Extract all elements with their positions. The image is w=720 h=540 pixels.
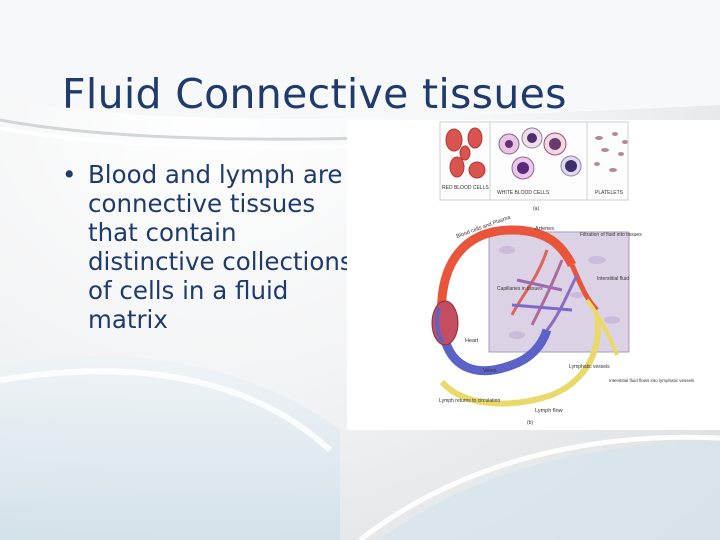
- label-interstitial-fluid: Interstitial fluid: [597, 276, 629, 282]
- label-filtration: Filtration of fluid into tissues: [580, 232, 642, 238]
- caption-a: (a): [533, 206, 539, 212]
- bullet-item: • Blood and lymph are connective tissues…: [58, 160, 358, 334]
- panel-b-circulation: Blood cells and Plasma Arteries Filtrati…: [431, 214, 695, 426]
- label-interstitial-flows: Interstitial fluid flows into lymphatic …: [609, 378, 695, 383]
- bullet-dot: •: [62, 160, 77, 189]
- bullet-list: • Blood and lymph are connective tissues…: [58, 160, 358, 334]
- label-arteries: Arteries: [535, 226, 554, 232]
- vein-vessel: [437, 324, 552, 376]
- label-white-blood-cells: WHITE BLOOD CELLS: [497, 190, 550, 196]
- blood-lymph-figure: RED BLOOD CELLS WHITE BLOOD CELLS PLATEL…: [347, 120, 720, 430]
- label-veins: Veins: [483, 368, 497, 374]
- artery-vessel: [436, 225, 577, 326]
- panel-a-blood-cells: RED BLOOD CELLS WHITE BLOOD CELLS PLATEL…: [439, 121, 629, 212]
- lymphatic-vessel: [439, 314, 601, 407]
- label-heart: Heart: [465, 338, 479, 344]
- label-red-blood-cells: RED BLOOD CELLS: [442, 185, 489, 191]
- label-lymph-flow: Lymph flow: [535, 408, 563, 414]
- label-lymph-returns: Lymph returns to circulation: [439, 398, 500, 404]
- bullet-text: Blood and lymph are connective tissues t…: [88, 160, 353, 334]
- label-lymphatic-vessels: Lymphatic vessels: [569, 364, 610, 370]
- caption-b: (b): [527, 420, 533, 426]
- label-platelets: PLATELETS: [595, 190, 624, 196]
- label-capillaries: Capillaries in tissues: [497, 286, 543, 292]
- slide-title: Fluid Connective tissues: [62, 70, 567, 118]
